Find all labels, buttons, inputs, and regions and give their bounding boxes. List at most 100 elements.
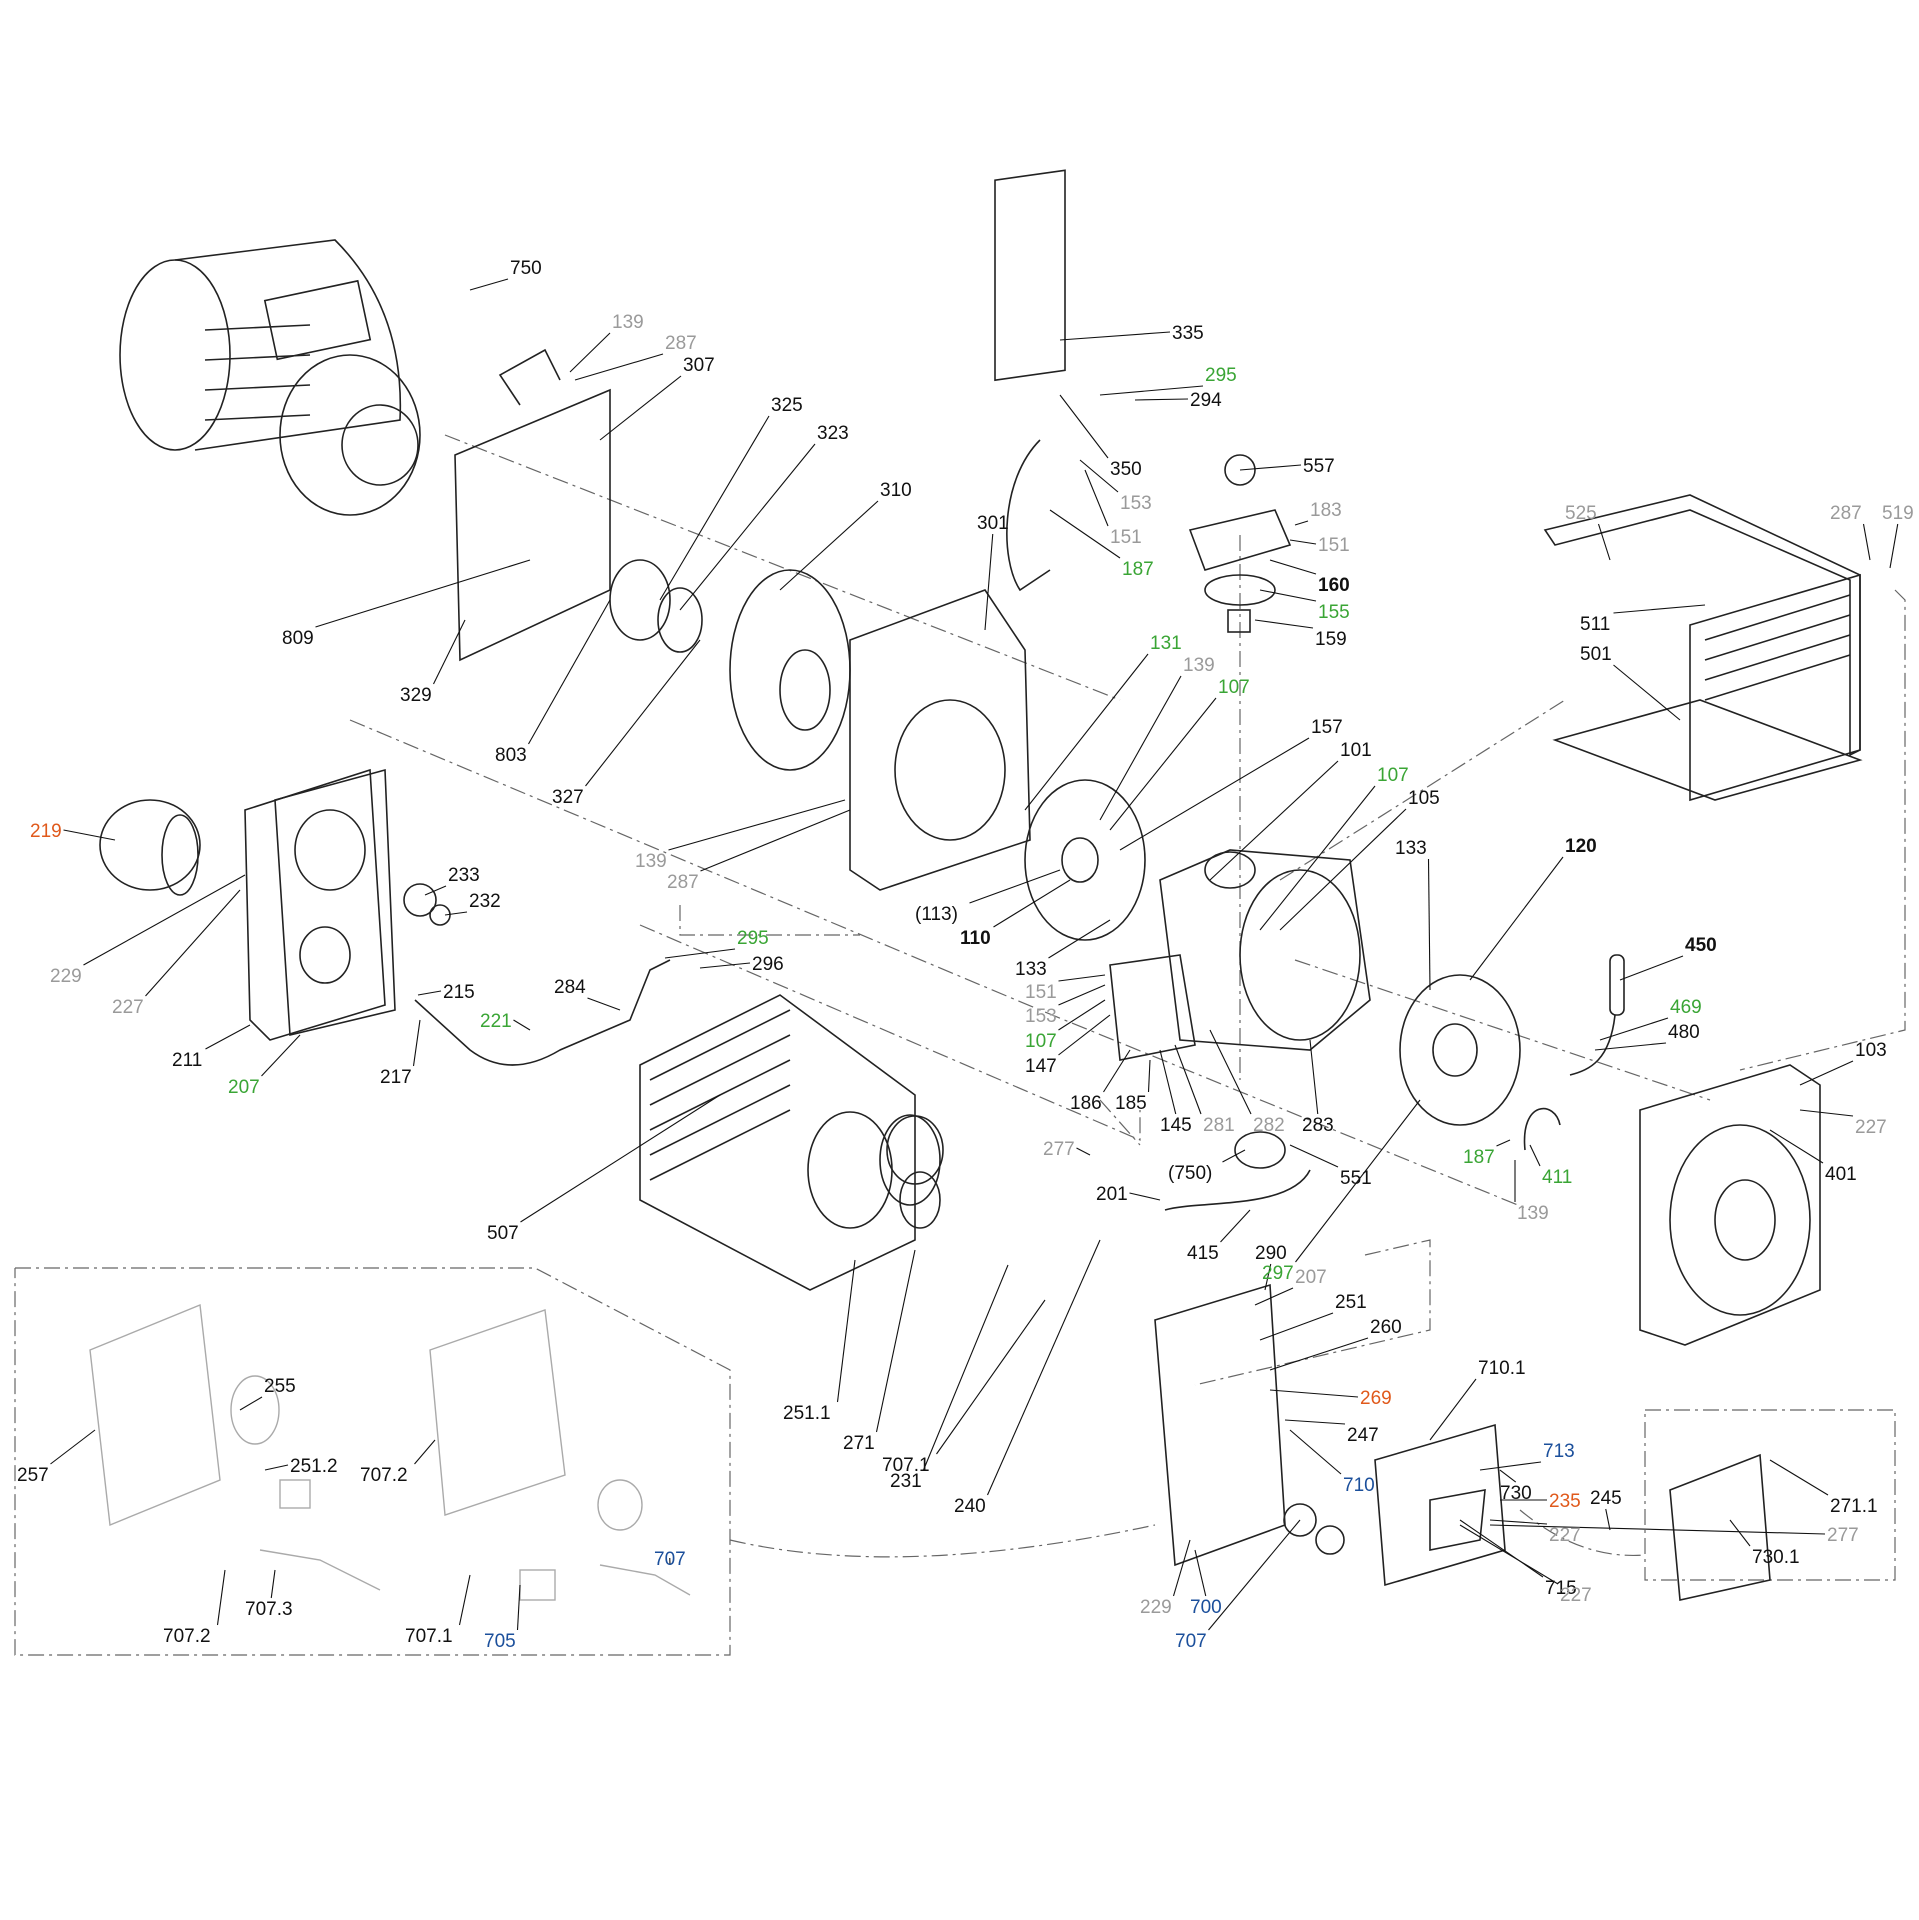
cylinder-body	[1159, 849, 1371, 1051]
separator-housing-201	[639, 994, 916, 1291]
callout-139: 139	[612, 312, 644, 333]
filter-element-231	[807, 1111, 893, 1229]
callout-257: 257	[17, 1465, 49, 1486]
coupling-fan	[609, 559, 851, 771]
coupling-hub	[609, 559, 671, 641]
cooler-pipe	[1006, 439, 1051, 592]
separator	[639, 994, 944, 1291]
leader-line	[1729, 1519, 1751, 1547]
leader-line	[1099, 675, 1182, 821]
leader-line	[1079, 459, 1119, 493]
fan-cover-grille	[1669, 1124, 1811, 1316]
hood-slats	[1704, 594, 1851, 701]
hood-floor	[1552, 699, 1863, 801]
callout-294: 294	[1190, 390, 1222, 411]
filler-gasket	[1204, 574, 1276, 606]
axis-motor-fan	[444, 434, 1121, 701]
callout-240: 240	[954, 1496, 986, 1517]
fan-cover-hub	[1714, 1179, 1776, 1261]
end-cover-plate	[1024, 779, 1146, 941]
callout-227: 227	[1549, 1525, 1581, 1546]
callout-507: 507	[487, 1223, 519, 1244]
valve-block	[1109, 954, 1196, 1061]
callout-310: 310	[880, 480, 912, 501]
callout-297: 297	[1262, 1263, 1294, 1284]
leader-line	[587, 997, 621, 1011]
hood-top	[1543, 494, 1861, 757]
leader-line	[1605, 1508, 1611, 1531]
leader-line	[264, 1464, 289, 1471]
callout-217: 217	[380, 1067, 412, 1088]
callout-157: 157	[1311, 717, 1343, 738]
leader-line	[569, 332, 611, 373]
bearing-cover-boss	[1432, 1023, 1478, 1077]
leader-line	[1239, 464, 1302, 471]
pipe-loop-401	[1523, 1107, 1561, 1151]
motor-plate	[454, 388, 611, 662]
part-710-1	[230, 1375, 280, 1445]
part-730-1	[599, 1564, 691, 1596]
variant-box-left	[14, 1267, 731, 1656]
variant-cover-251-2	[89, 1304, 221, 1526]
callout-235: 235	[1549, 1491, 1581, 1512]
callout-277: 277	[1043, 1139, 1075, 1160]
callout-707-2: 707.2	[163, 1626, 211, 1647]
callout-715: 715	[1545, 1578, 1577, 1599]
callout-251-2: 251.2	[290, 1456, 338, 1477]
leader-line	[1489, 1519, 1548, 1525]
fan-hub	[779, 649, 831, 731]
cover-port-lower	[299, 926, 351, 984]
callout-511: 511	[1580, 614, 1610, 635]
leader-line	[145, 889, 241, 997]
motor-shaft-boss	[341, 404, 419, 486]
leader-line	[1769, 1459, 1829, 1496]
valve-plate	[1109, 954, 1196, 1061]
callout-145: 145	[1160, 1115, 1192, 1136]
callout-525: 525	[1565, 503, 1597, 524]
callout-501: 501	[1580, 644, 1612, 665]
leader-line	[1269, 1389, 1359, 1398]
leader-line	[1469, 856, 1564, 981]
axis-housing	[639, 924, 1141, 1141]
leader-line	[1259, 589, 1317, 602]
eye-bolt	[1224, 454, 1256, 486]
leader-line	[414, 1439, 436, 1465]
leader-line	[433, 619, 466, 685]
callout-283: 283	[1302, 1115, 1334, 1136]
leader-line	[1289, 1144, 1339, 1168]
leader-line	[1279, 808, 1407, 931]
callout-287: 287	[1830, 503, 1862, 524]
hose-284	[414, 959, 671, 1066]
leader-line	[1295, 1099, 1421, 1263]
oil-filter-end	[161, 814, 199, 896]
callout-707-2: 707.2	[360, 1465, 408, 1486]
leader-line	[520, 1094, 721, 1223]
callout-710: 710	[1343, 1475, 1375, 1496]
filler-housing	[1188, 509, 1292, 571]
callout-227: 227	[112, 997, 144, 1018]
leader-line	[1294, 520, 1309, 526]
callout-159: 159	[1315, 629, 1347, 650]
leader-line	[779, 500, 879, 591]
leader-line	[1489, 1524, 1826, 1535]
lower-assemblies	[1154, 1131, 1771, 1601]
part-707-1b	[519, 1569, 556, 1601]
pump-cylinder	[1159, 849, 1371, 1051]
leader-line	[216, 1569, 226, 1626]
motor	[119, 239, 421, 516]
variant-cover-251-1	[429, 1309, 566, 1516]
leader-line	[1172, 1539, 1191, 1597]
leader-line	[1613, 604, 1706, 614]
leader-line	[1289, 539, 1317, 545]
leader-line	[993, 879, 1071, 928]
leader-line	[1220, 1209, 1251, 1243]
leader-line	[969, 869, 1061, 904]
fitting-700	[1283, 1503, 1317, 1537]
star-232	[429, 904, 451, 926]
cable-gland-750	[498, 348, 561, 406]
line-290	[1164, 1169, 1311, 1211]
callout-120: 120	[1565, 836, 1597, 857]
callout-271: 271	[843, 1433, 875, 1454]
cover-251	[1154, 1283, 1286, 1567]
